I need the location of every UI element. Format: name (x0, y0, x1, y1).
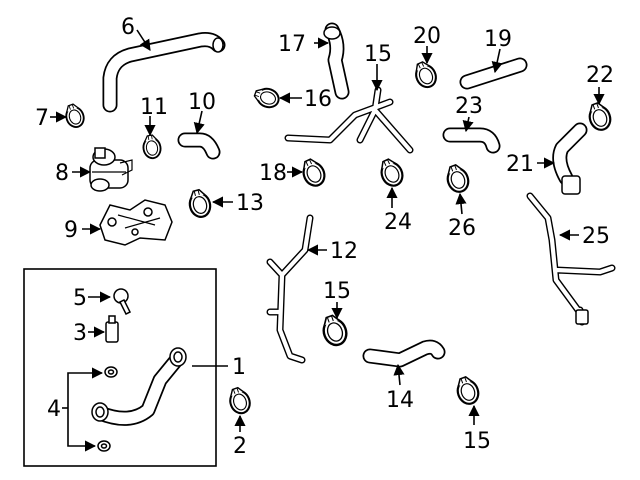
clamp-part-7[interactable] (61, 101, 88, 131)
clamp-part-21[interactable] (410, 58, 441, 92)
hose-part-14[interactable] (362, 339, 446, 368)
clamp-part-23[interactable] (584, 99, 615, 134)
callout-8: 8 (55, 161, 69, 186)
callout-27: 26 (448, 216, 476, 241)
callout-15-upper: 15 (323, 279, 351, 304)
hose-part-20[interactable] (459, 57, 528, 90)
callout-24: 23 (455, 94, 483, 119)
bolt-part-5[interactable] (113, 288, 132, 316)
callout-19: 18 (259, 161, 287, 186)
callout-11: 11 (140, 95, 168, 120)
clamp-part-19[interactable] (297, 155, 330, 191)
callout-10: 10 (188, 90, 216, 115)
hose-part-1[interactable] (91, 347, 187, 426)
callout-6: 6 (121, 15, 135, 40)
oring-part-4-upper[interactable] (104, 366, 118, 378)
callout-23: 22 (586, 63, 614, 88)
clamp-part-2[interactable] (225, 384, 254, 418)
clamp-part-15-lower[interactable] (452, 373, 483, 408)
hose-part-6[interactable] (102, 32, 226, 113)
callout-22: 21 (506, 152, 534, 177)
callout-26: 25 (582, 224, 610, 249)
callout-16: 15 (364, 42, 392, 67)
callout-14: 14 (386, 388, 414, 413)
callout-13: 13 (236, 191, 264, 216)
callout-3: 3 (73, 321, 87, 346)
inset-box (23, 268, 217, 467)
callout-7: 7 (35, 106, 49, 131)
callout-4: 4 (47, 397, 61, 422)
callout-9: 9 (64, 218, 78, 243)
clamp-part-15-upper[interactable] (317, 311, 352, 350)
leader-lines (50, 29, 605, 452)
oring-part-4-lower[interactable] (97, 440, 111, 452)
pipe-part-12[interactable] (266, 214, 314, 364)
callout-21: 20 (413, 24, 441, 49)
clamp-part-11[interactable] (140, 133, 164, 161)
callout-5: 5 (73, 286, 87, 311)
hose-part-18[interactable] (323, 22, 350, 100)
callout-20: 19 (484, 27, 512, 52)
clamp-part-17[interactable] (251, 83, 283, 112)
callout-25: 24 (384, 210, 412, 235)
clamp-part-25[interactable] (375, 155, 408, 191)
bracket-part-9[interactable] (99, 199, 173, 246)
pipe-part-16[interactable] (284, 86, 414, 154)
sensor-part-3[interactable] (105, 315, 119, 343)
callout-17: 16 (304, 87, 332, 112)
callout-labels: 6 7 11 10 8 9 13 17 16 15 20 19 22 23 21… (35, 15, 614, 459)
callout-18: 17 (278, 32, 306, 57)
hose-part-10[interactable] (177, 132, 221, 160)
pipe-part-26[interactable] (526, 192, 616, 326)
clamp-part-13[interactable] (185, 186, 214, 221)
hose-part-22[interactable] (552, 122, 588, 195)
clamp-part-27[interactable] (442, 161, 473, 196)
hose-part-24[interactable] (442, 127, 501, 154)
callout-12: 12 (330, 239, 358, 264)
pump-part-8[interactable] (89, 147, 133, 192)
callout-2: 2 (233, 434, 247, 459)
callout-15-lower: 15 (463, 429, 491, 454)
callout-1: 1 (232, 355, 246, 380)
